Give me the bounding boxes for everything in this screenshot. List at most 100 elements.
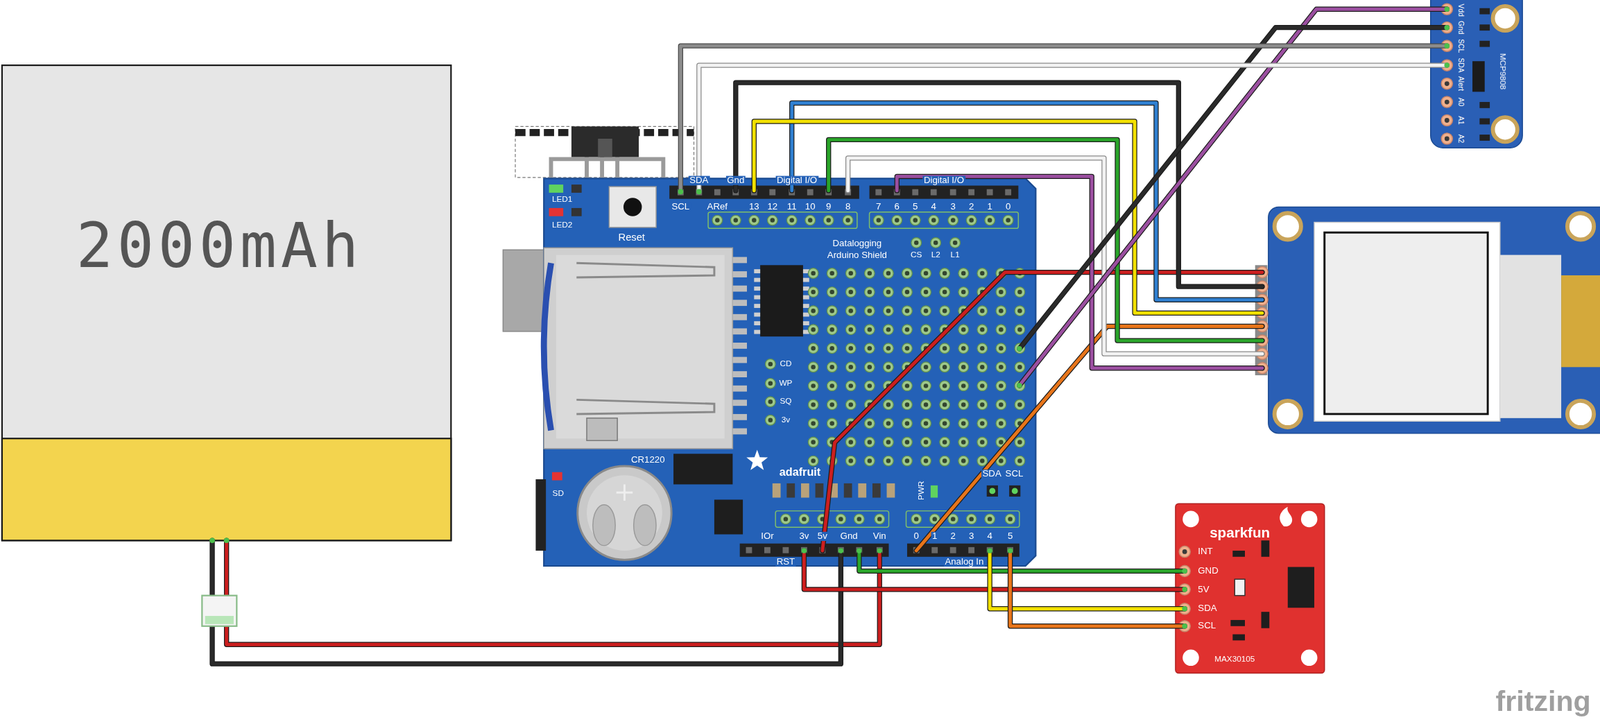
wire-end: [1443, 6, 1450, 12]
pin-label: Digital I/O: [776, 176, 819, 186]
proto-hole: [921, 324, 932, 335]
proto-hole: [950, 237, 961, 249]
wire: [224, 537, 883, 645]
proto-hole: [845, 399, 856, 410]
proto-hole: [883, 268, 894, 279]
header-pin: [769, 189, 776, 196]
proto-hole: [995, 343, 1007, 354]
proto-hole: [883, 343, 894, 354]
resistor: [815, 483, 824, 498]
pin-label: SDA: [1197, 604, 1218, 614]
pin-label: GND: [1197, 566, 1220, 576]
pin-label: INT: [1197, 547, 1214, 557]
pin: [753, 312, 761, 317]
proto-hole: [764, 377, 776, 389]
proto-hole: [902, 305, 913, 317]
resistor: [571, 184, 582, 193]
pin-label: WP: [778, 379, 794, 388]
proto-hole: [826, 343, 838, 354]
proto-hole: [807, 380, 819, 392]
battery-connector: [201, 595, 237, 627]
pin-label: ARef: [706, 202, 729, 212]
board-pin: [1441, 114, 1453, 126]
header-pin: [950, 189, 957, 196]
wire-end: [209, 537, 215, 544]
proto-hole: [977, 399, 988, 410]
header-pin: [931, 547, 938, 554]
wire-end: [1181, 606, 1188, 612]
proto-hole: [826, 362, 838, 373]
pin-label: 4: [930, 202, 937, 212]
wire: [989, 550, 1185, 609]
pin: [803, 295, 810, 300]
pin-label: 5: [1006, 531, 1014, 541]
proto-hole: [958, 418, 969, 429]
pin-label: SCL: [670, 202, 691, 212]
wire: [226, 540, 881, 645]
proto-hole: [883, 418, 894, 429]
pin-label: 10: [803, 202, 817, 212]
proto-hole: [977, 436, 988, 448]
wire: [699, 65, 1447, 192]
proto-hole: [958, 287, 969, 298]
proto-hole: [842, 214, 854, 226]
proto-hole: [883, 287, 894, 298]
wire: [696, 62, 1450, 195]
pin: [732, 285, 747, 292]
wire: [803, 550, 1185, 590]
proto-hole: [928, 214, 940, 226]
brand-logo-text: adafruit: [779, 466, 821, 478]
proto-hole: [909, 214, 921, 226]
proto-hole: [864, 305, 875, 317]
proto-hole: [958, 324, 969, 335]
proto-hole: [764, 414, 776, 426]
pulse-oximeter-board: sparkfunMAX30105: [1175, 503, 1325, 673]
header: [740, 543, 890, 557]
pin-label: L2: [930, 251, 942, 260]
proto-hole: [977, 324, 988, 335]
proto-hole: [883, 362, 894, 373]
header-pin: [986, 189, 994, 196]
proto-hole: [995, 380, 1007, 392]
proto-hole: [902, 380, 913, 392]
proto-hole: [807, 268, 819, 279]
proto-hole: [902, 287, 913, 298]
proto-hole: [921, 380, 932, 392]
proto-hole: [939, 436, 951, 448]
proto-hole: [805, 214, 816, 226]
proto-hole: [845, 455, 856, 467]
proto-hole: [995, 362, 1007, 373]
led-green: [549, 184, 564, 193]
wire-end: [1007, 547, 1014, 554]
wire: [678, 42, 1451, 195]
proto-hole: [921, 436, 932, 448]
hole-row: [775, 511, 889, 528]
coin-cell: [577, 466, 672, 560]
chip-name: MCP9808: [1498, 53, 1507, 90]
proto-hole: [939, 268, 951, 279]
proto-hole: [939, 455, 951, 467]
pin-label: SQ: [778, 397, 793, 406]
pin: [753, 295, 761, 300]
resistor-row: [772, 483, 896, 498]
pin-label: Alert: [1457, 75, 1465, 93]
logo-flower: [746, 449, 768, 470]
pin-label: LED2: [550, 221, 573, 230]
resistor: [772, 483, 781, 498]
proto-hole: [977, 362, 988, 373]
wire-end: [1181, 586, 1188, 593]
header-pin: [930, 189, 937, 196]
proto-hole: [807, 399, 819, 410]
proto-hole: [911, 237, 922, 249]
pin-label: 5: [912, 202, 919, 212]
proto-hole: [873, 214, 884, 226]
proto-hole: [826, 418, 838, 429]
proto-hole: [845, 268, 856, 279]
proto-hole: [902, 455, 913, 467]
pin-label: SCL: [1197, 621, 1218, 631]
proto-hole: [939, 399, 951, 410]
resistor: [801, 483, 810, 498]
wire: [1019, 27, 1447, 349]
